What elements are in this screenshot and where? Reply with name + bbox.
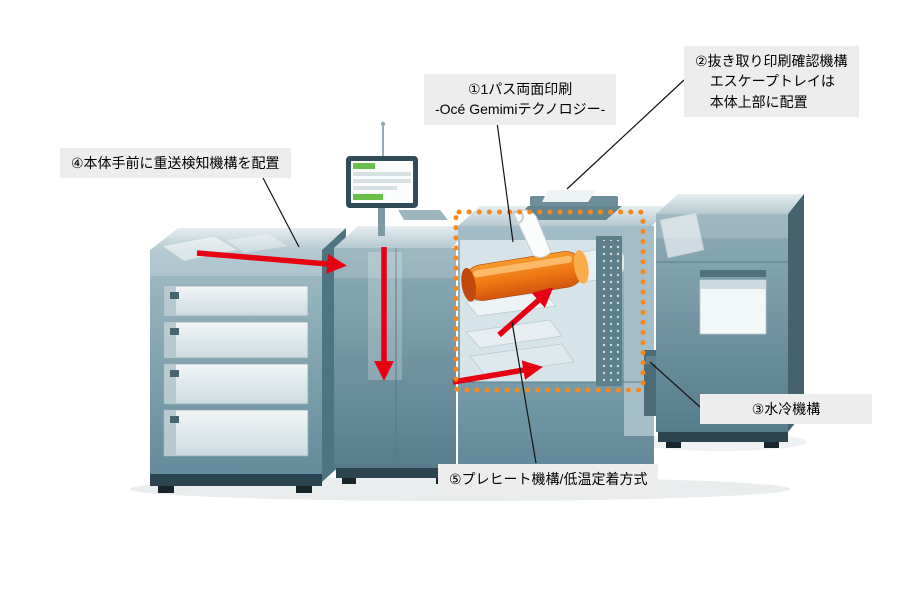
leader-line-1 — [496, 121, 514, 243]
label-2-line-1: ②抜き取り印刷確認機構 — [695, 53, 848, 69]
highlight-dotted-frame — [453, 209, 646, 393]
paper-path-arrows — [196, 247, 554, 385]
leader-line-4 — [261, 175, 300, 248]
paper-web — [510, 209, 552, 258]
leader-line-5 — [511, 321, 537, 464]
label-5-preheat-low-temp-fusing: ⑤プレヒート機構/低温定着方式 — [438, 464, 659, 495]
label-1-line-2: -Océ Gemimiテクノロジー- — [435, 101, 606, 118]
label-2-line-3: 本体上部に配置 — [709, 93, 808, 110]
label-1-line-1: ①1パス両面印刷 — [467, 81, 573, 97]
print-engine-module — [458, 190, 670, 484]
imaging-drum — [461, 250, 589, 302]
leader-line-3 — [649, 361, 701, 408]
label-3-water-cooling: ③水冷機構 — [700, 394, 872, 425]
leader-line-2 — [566, 79, 685, 190]
leader-lines — [261, 79, 701, 464]
paper-path-arrow-feed — [196, 250, 347, 274]
left-feeder-module — [150, 228, 346, 493]
label-2-line-2: エスケープトレイは — [709, 73, 835, 90]
operator-console-module — [334, 121, 470, 484]
console-monitor — [346, 121, 448, 236]
label-4-double-feed-detection: ④本体手前に重送検知機構を配置 — [60, 148, 291, 179]
label-2-escape-tray: ②抜き取り印刷確認機構 エスケープトレイは 本体上部に配置 — [684, 46, 859, 117]
paper-path-arrow-bottom — [452, 360, 543, 385]
label-1-one-pass-duplex: ①1パス両面印刷 -Océ Gemimiテクノロジー- — [424, 74, 617, 125]
paper-trays — [163, 285, 309, 457]
paper-path-arrow-to-drum — [497, 287, 554, 338]
